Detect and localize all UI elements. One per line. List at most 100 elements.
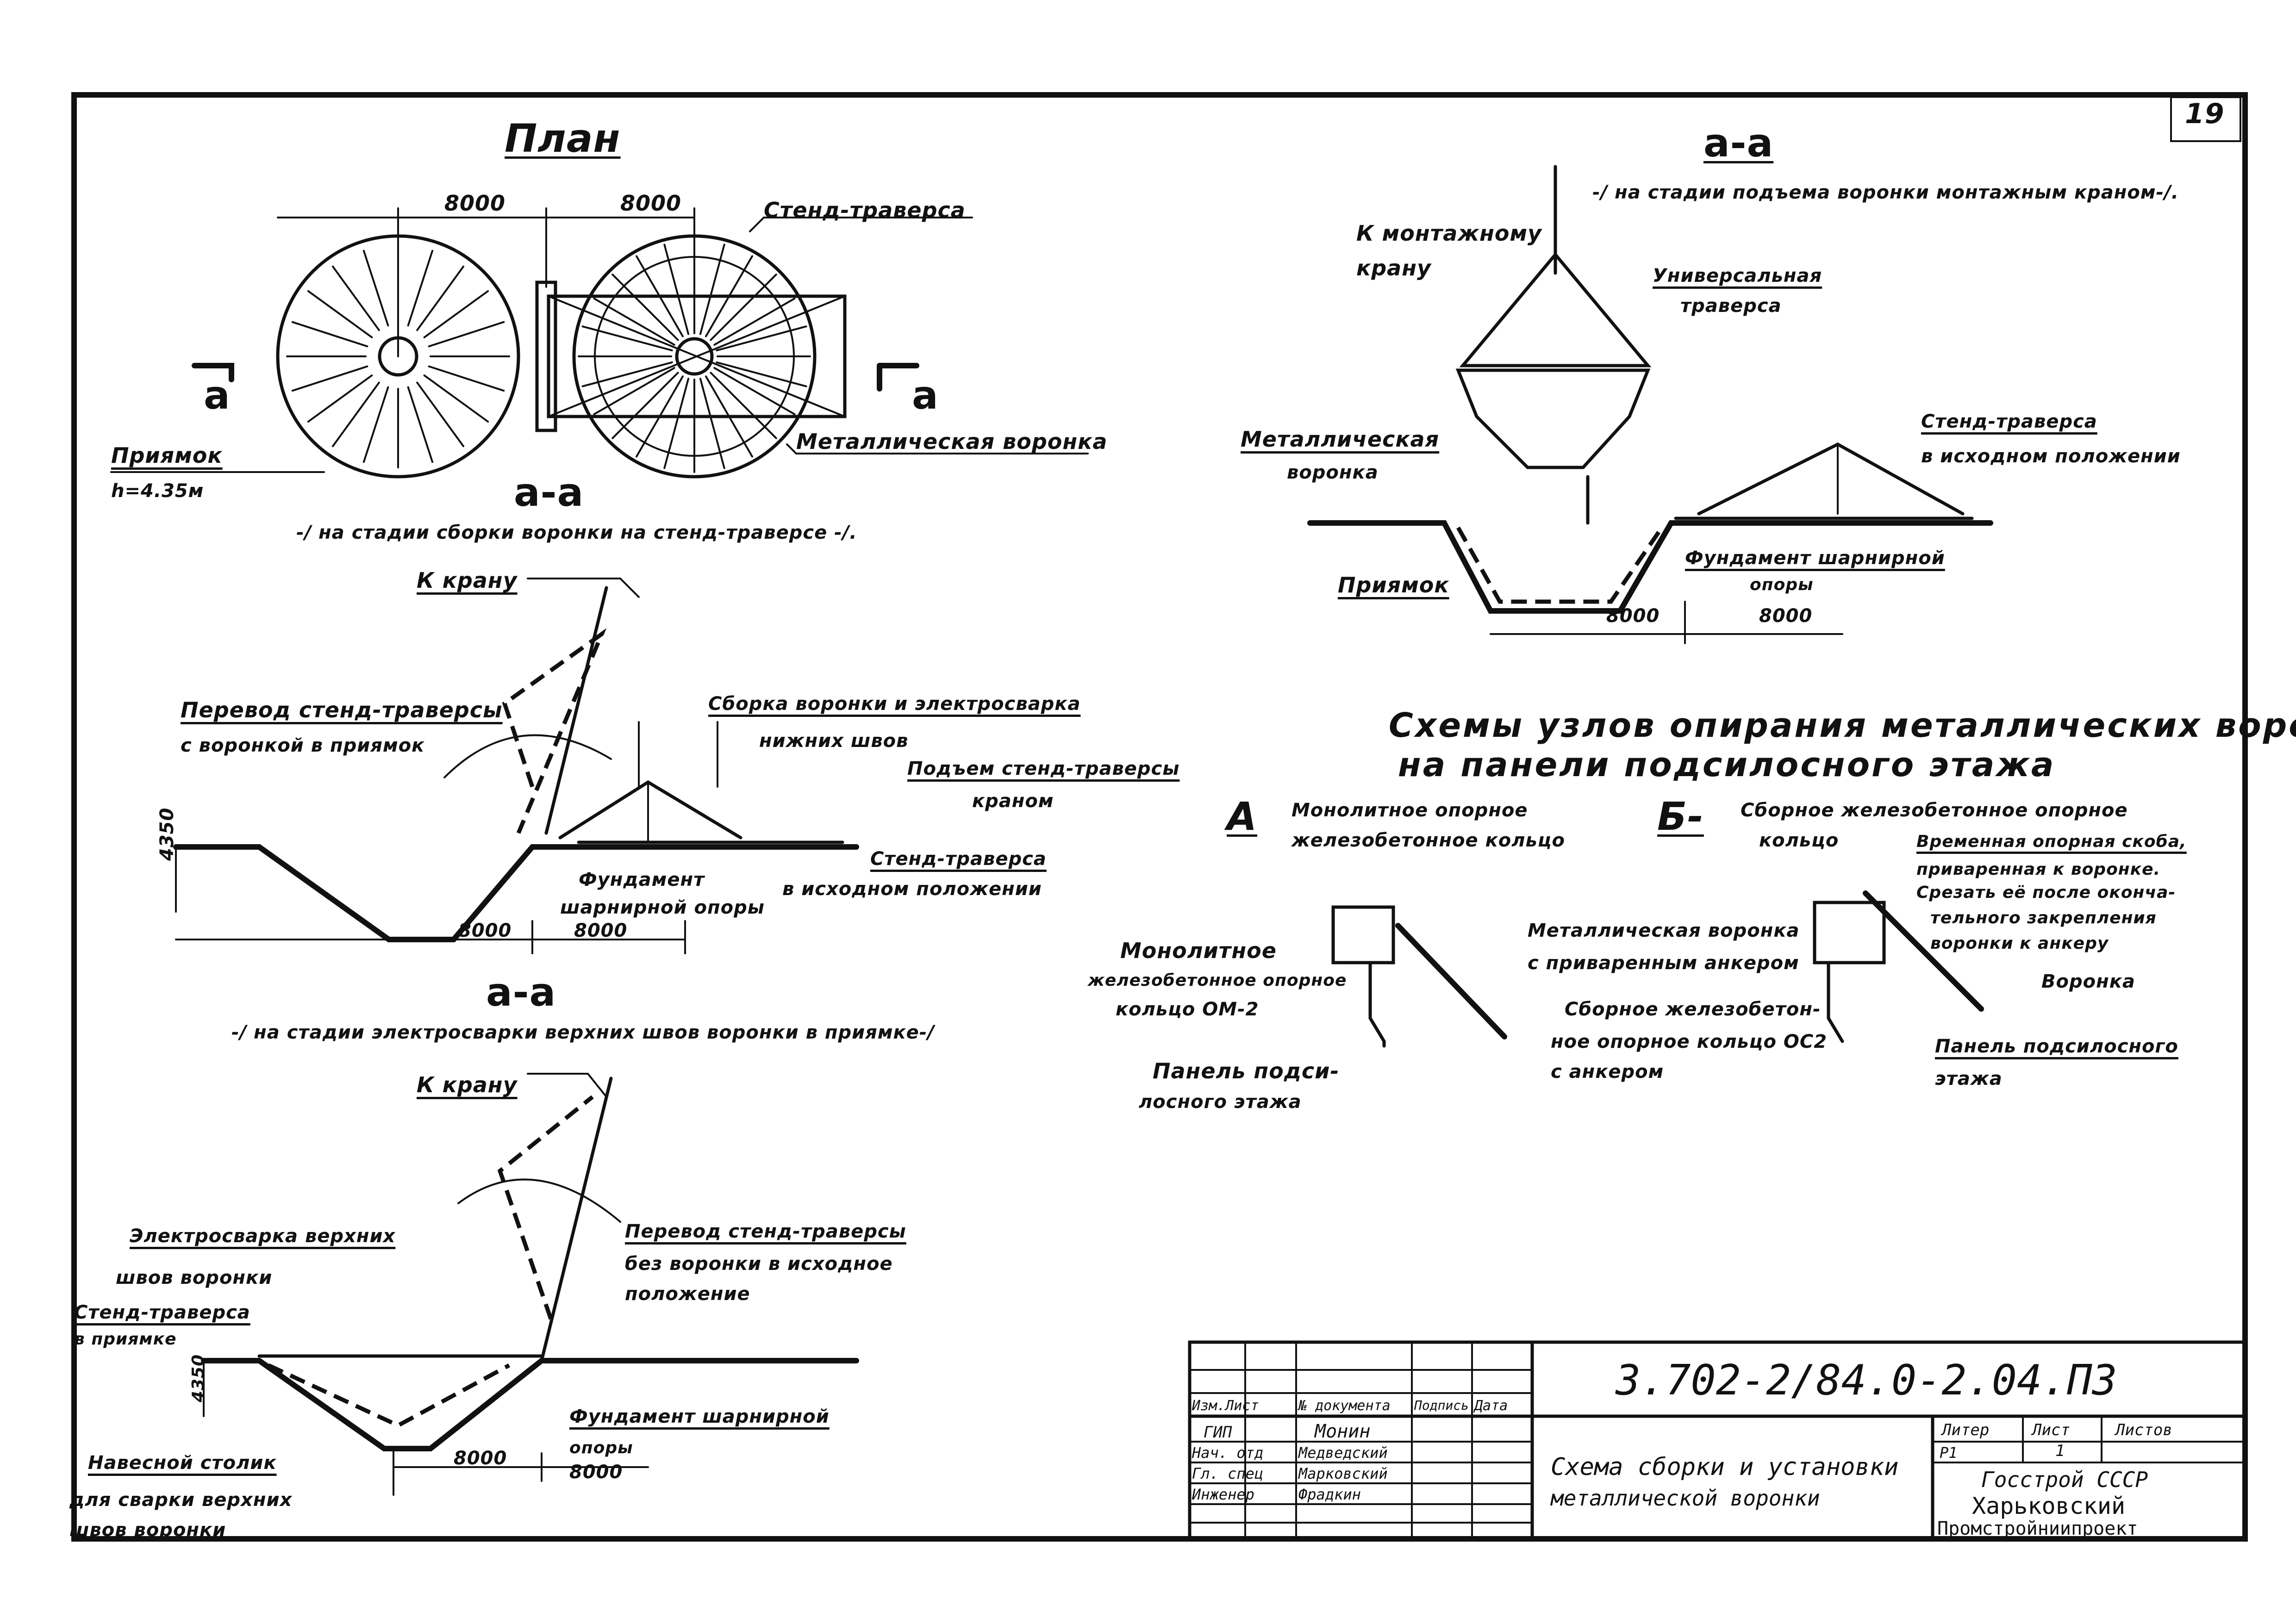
node-temp1: Временная опорная скоба, <box>1916 832 2187 851</box>
node-a-panel: Панель подси- <box>1153 1058 1340 1083</box>
col-header-change: Изм.Лист <box>1192 1398 1259 1414</box>
stage-label: Литер <box>1942 1421 1990 1439</box>
role-row-1: ГИП <box>1204 1423 1232 1442</box>
section2-foundation: Фундамент шарнирной <box>569 1406 830 1427</box>
plan-funnel-label: Металлическая воронка <box>796 429 1108 454</box>
plan-pit-rib <box>362 386 389 463</box>
section1-dim1: 8000 <box>458 920 512 941</box>
name-row-4: Фрадкин <box>1298 1486 1361 1503</box>
plan-funnel-rib <box>710 372 777 439</box>
section1-stand-initial: Стенд-траверса <box>870 848 1047 870</box>
node-a-panel2: лосного этажа <box>1139 1091 1302 1113</box>
drawing-title: Схема сборки и установки <box>1551 1453 1899 1481</box>
section1-lift: Подъем стенд-траверсы <box>907 758 1180 779</box>
node-metal-funnel: Металлическая воронка <box>1528 920 1800 941</box>
section2-to-crane: К крану <box>417 1072 518 1097</box>
node-b-title: Сборное железобетонное опорное <box>1741 800 2128 821</box>
plan-funnel-rib <box>663 243 690 335</box>
plan-funnel-rib <box>713 298 796 346</box>
node-a-ring2: железобетонное опорное <box>1088 971 1347 990</box>
plan-funnel-rib <box>593 367 675 415</box>
section3-supports: опоры <box>1750 575 1814 594</box>
sheet-label: Лист <box>2032 1421 2070 1439</box>
node-a <box>1331 905 1507 1048</box>
node-precast3: с анкером <box>1551 1061 1664 1083</box>
plan-pit-ribs <box>286 244 510 468</box>
section2-transfer: Перевод стенд-траверсы <box>625 1221 906 1242</box>
node-a-title2: железобетонное кольцо <box>1292 830 1565 851</box>
plan-dim-right: 8000 <box>620 191 682 216</box>
node-temp2: приваренная к воронке. <box>1916 860 2161 879</box>
plan-funnel-rib <box>716 325 807 352</box>
plan-pit-rib <box>307 290 373 338</box>
plan-pit-rib <box>416 381 465 448</box>
drawing-title2: металлической воронки <box>1551 1486 1820 1511</box>
plan-view <box>110 207 1089 479</box>
plan-pit-rib <box>291 365 368 392</box>
plan-pit-rib <box>291 321 368 348</box>
stage-value: Р1 <box>1940 1444 1958 1462</box>
name-row-2: Медведский <box>1298 1444 1388 1462</box>
plan-section-mark-right: а <box>912 373 939 418</box>
section1-subtitle: -/ на стадии сборки воронки на стенд-тра… <box>296 522 857 543</box>
node-b-panel2: этажа <box>1935 1068 2003 1089</box>
node-b-title2: кольцо <box>1759 830 1839 851</box>
section3-dim1: 8000 <box>1606 605 1660 627</box>
section2-stand-pit2: в приямке <box>74 1330 177 1349</box>
section1-title: а-а <box>514 470 584 515</box>
section2-stand-pit: Стенд-траверса <box>74 1302 250 1323</box>
doc-code: 3.702-2/84.0-2.04.ПЗ <box>1616 1356 2117 1405</box>
section2-title: а-а <box>486 970 556 1015</box>
section1-transfer: Перевод стенд-траверсы <box>181 697 503 722</box>
plan-pit-rib <box>307 374 373 423</box>
section3-traverse: Универсальная <box>1653 265 1822 286</box>
section1-ground <box>173 844 859 942</box>
name-row-1: Монин <box>1315 1421 1371 1442</box>
section3-ground <box>1307 520 1993 614</box>
section2-ground <box>201 1358 859 1451</box>
plan-pit-rib <box>407 249 434 327</box>
plan-funnel-rib <box>611 274 679 341</box>
plan-pit-rib <box>423 374 489 423</box>
sheets-label: Листов <box>2115 1421 2172 1439</box>
sheet-number: 19 <box>2185 98 2225 130</box>
org-line-1: Госстрой СССР <box>1981 1467 2148 1492</box>
role-row-2: Нач. отд <box>1192 1444 1264 1462</box>
plan-pit-rib <box>416 265 465 331</box>
plan-title: План <box>505 116 621 161</box>
section3-to-crane: К монтажному <box>1356 221 1542 246</box>
section-1 <box>173 578 859 954</box>
plan-pit-label: Приямок <box>111 443 223 468</box>
section1-foundation2: шарнирной опоры <box>560 897 765 918</box>
org-line-3: Промстройниипроект <box>1937 1518 2138 1539</box>
section3-stand: Стенд-траверса <box>1921 411 2097 432</box>
plan-funnel-hub <box>675 337 714 376</box>
node-a-mark: А <box>1227 794 1258 839</box>
plan-funnel-rib <box>581 361 673 387</box>
plan-pit-rib <box>362 249 389 327</box>
org-line-2: Харьковский <box>1972 1493 2126 1519</box>
plan-funnel-rib <box>699 243 725 335</box>
section3-foundation: Фундамент шарнирной <box>1685 548 1945 569</box>
node-metal-funnel2: с приваренным анкером <box>1528 952 1799 974</box>
plan-pit-rib <box>428 365 505 392</box>
section3-to-crane2: крану <box>1356 255 1431 280</box>
col-header-date: Дата <box>1474 1398 1508 1414</box>
section2-weld-top: Электросварка верхних <box>130 1226 396 1247</box>
plan-funnel-rib <box>663 378 690 469</box>
section3-funnel: Металлическая <box>1241 427 1440 452</box>
node-temp4: тельного закрепления <box>1930 908 2157 927</box>
node-precast2: ное опорное кольцо ОС2 <box>1551 1031 1828 1052</box>
section2-table: Навесной столик <box>88 1452 277 1474</box>
section2-table3: швов воронки <box>69 1519 226 1541</box>
section2-transfer2: без воронки в исходное <box>625 1253 893 1275</box>
section1-foundation: Фундамент <box>579 869 705 890</box>
section1-to-crane: К крану <box>417 568 518 593</box>
plan-funnel-rib <box>713 367 796 415</box>
section3-traverse2: траверса <box>1680 295 1782 317</box>
nodes-title2: на панели подсилосного этажа <box>1398 745 2056 784</box>
plan-funnel-rib <box>593 298 675 346</box>
node-a-title: Монолитное опорное <box>1292 800 1528 821</box>
section2-table2: для сварки верхних <box>69 1489 293 1511</box>
